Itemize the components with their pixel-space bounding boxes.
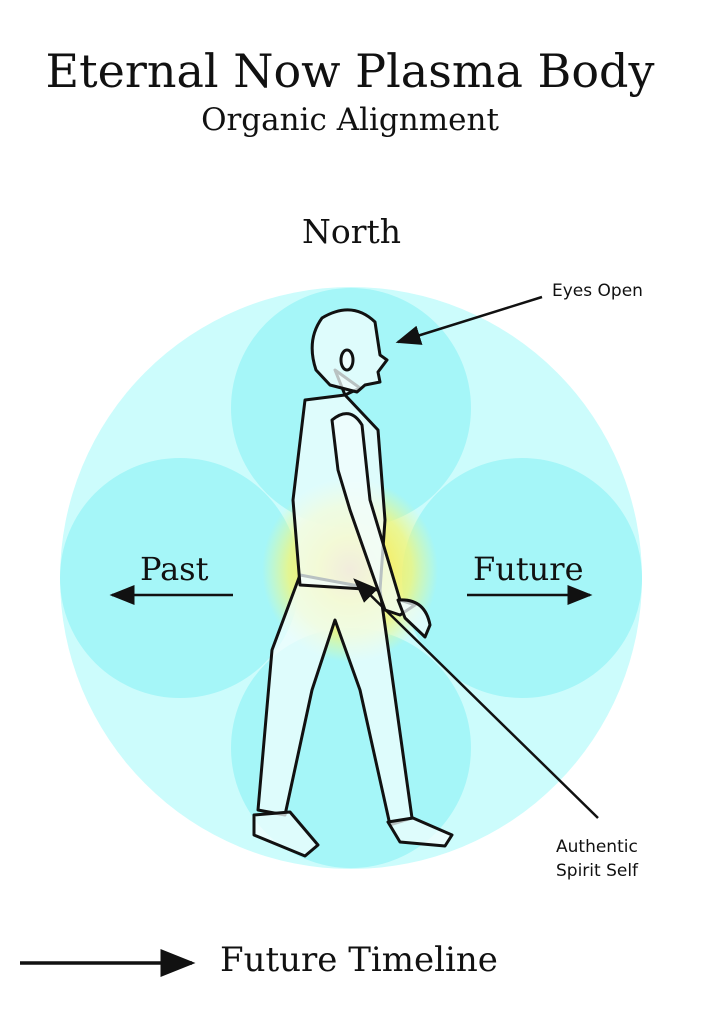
authentic-spirit-self-label: Authentic Spirit Self	[556, 835, 638, 883]
future-label: Future	[473, 550, 584, 588]
eyes-open-arrow	[395, 295, 543, 345]
page-subtitle: Organic Alignment	[201, 102, 499, 138]
page-title: Eternal Now Plasma Body	[45, 44, 655, 98]
walking-figure	[252, 308, 454, 858]
future-timeline-label: Future Timeline	[220, 940, 498, 980]
north-label: North	[302, 212, 402, 251]
future-circle	[402, 458, 642, 698]
authentic-line1: Authentic	[556, 837, 638, 857]
past-label: Past	[140, 550, 209, 588]
authentic-line2: Spirit Self	[556, 861, 639, 881]
eyes-open-label: Eyes Open	[552, 281, 643, 301]
spirit-self-arrow	[353, 578, 599, 819]
past-circle	[60, 458, 300, 698]
